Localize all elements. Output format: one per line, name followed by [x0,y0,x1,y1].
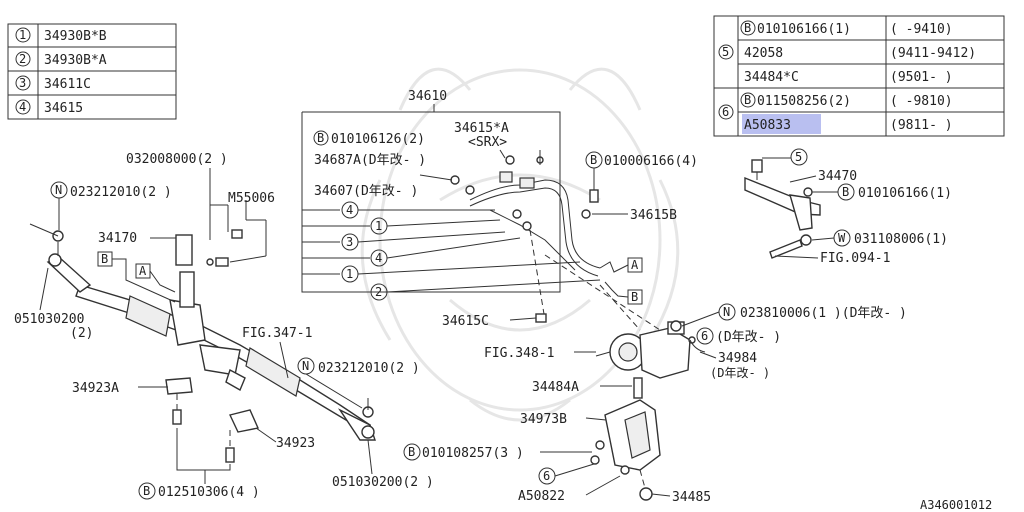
legend-left-row: 1 34930B*B [15,27,107,44]
legend-left-num: 1 [19,28,26,42]
legend-right-range: (9501- ) [890,70,953,85]
legend-left-part: 34930B*A [44,53,107,68]
label-34615c[interactable]: 34615C [442,314,489,329]
ref-b: B [143,484,150,498]
legend-left-part: 34615 [44,101,83,116]
hose-group-box: 34610 34615*A <SRX> B 010106126(2) 34687… [301,89,601,301]
legend-right-part: 34484*C [744,70,799,85]
label-34923a[interactable]: 34923A [72,381,119,396]
callout-2: 2 [375,285,382,299]
ref-b: B [590,153,597,167]
bracket-icon [165,377,259,433]
label-031108006[interactable]: 031108006(1) [854,232,948,247]
label-m55006[interactable]: M55006 [228,191,275,206]
callout-5: 5 [795,150,802,164]
steering-gearbox-icon [75,234,371,433]
legend-right-part: 011508256(2) [757,94,851,109]
label-34615a[interactable]: 34615*A [454,121,509,136]
bracket-icon [604,399,661,471]
legend-left-num: 4 [19,100,26,114]
ref-box-b-letter: B [631,290,638,304]
group-num: 5 [722,45,729,59]
label-051030200-left[interactable]: 051030200 [14,312,84,327]
label-fig094[interactable]: FIG.094-1 [820,251,890,266]
label-032008000[interactable]: 032008000(2 ) [126,152,228,167]
callout-1: 1 [346,267,353,281]
label-34470[interactable]: 34470 [818,169,857,184]
ref-b: B [408,445,415,459]
label-34170[interactable]: 34170 [98,231,137,246]
label-051030200-left-qty: (2) [70,326,93,341]
label-34984[interactable]: 34984 [718,351,757,366]
callout-1: 1 [375,219,382,233]
highlighted-part-cell[interactable] [742,114,821,134]
ref-box-a-letter: A [631,258,639,272]
label-34687a[interactable]: 34687A(D年改- ) [314,153,426,168]
label-023212010-right[interactable]: 023212010(2 ) [318,361,420,376]
label-srx: <SRX> [468,135,507,150]
legend-right-part: 42058 [744,46,783,61]
label-023810006[interactable]: 023810006(1 )(D年改- ) [740,306,907,321]
legend-left-part: 34930B*B [44,29,107,44]
label-34484a[interactable]: 34484A [532,380,579,395]
legend-right-range: ( -9810) [890,94,953,109]
label-a50822[interactable]: A50822 [518,489,565,504]
group-num: 6 [722,105,729,119]
ref-b: B [842,185,849,199]
legend-right-range: ( -9410) [890,22,953,37]
callout-6: 6 [543,469,550,483]
bolt-icon [206,229,243,267]
label-010108257[interactable]: 010108257(3 ) [422,446,524,461]
callout-4: 4 [346,203,353,217]
legend-right-range: (9411-9412) [890,46,976,61]
legend-left-row: 4 34615 [15,99,83,116]
label-34485[interactable]: 34485 [672,490,711,505]
callout-3: 3 [346,235,353,249]
legend-right-table: 5 6 B 010106166(1) ( -9410) 42058 (9411-… [713,15,1005,137]
bracket-icon [744,176,821,231]
callout-6: 6 [701,329,708,343]
ref-box-b-letter: B [101,252,108,266]
label-010006166[interactable]: 010006166(4) [604,154,698,169]
label-34923[interactable]: 34923 [276,436,315,451]
legend-right-part-highlighted[interactable]: A50833 [744,118,791,133]
label-34610[interactable]: 34610 [408,89,447,104]
ref-letter: B [744,21,751,35]
legend-left-num: 2 [19,52,26,66]
callout-4: 4 [375,251,382,265]
ref-w: W [838,231,846,245]
legend-left-part: 34611C [44,77,91,92]
label-023212010-left[interactable]: 023212010(2 ) [70,185,172,200]
ref-n: N [723,305,730,319]
diagram-id: A346001012 [920,498,992,512]
label-fig348[interactable]: FIG.348-1 [484,346,554,361]
label-34973b[interactable]: 34973B [520,412,567,427]
label-051030200-right[interactable]: 051030200(2 ) [332,475,434,490]
label-010106126[interactable]: 010106126(2) [331,132,425,147]
ref-box-a-letter: A [139,264,147,278]
ref-letter: B [744,93,751,107]
legend-right-range: (9811- ) [890,118,953,133]
label-6-dnen: (D年改- ) [716,330,781,345]
label-34984-sub: (D年改- ) [710,366,770,380]
watermark-icon [360,67,680,422]
tie-rod-icon [46,253,376,441]
label-34607[interactable]: 34607(D年改- ) [314,184,418,199]
legend-right-part: 010106166(1) [757,22,851,37]
legend-left-row: 2 34930B*A [15,51,107,68]
legend-left-num: 3 [19,76,26,90]
label-fig347[interactable]: FIG.347-1 [242,326,312,341]
ref-n: N [55,183,62,197]
ref-n: N [302,359,309,373]
legend-left-table: 1 34930B*B 2 34930B*A 3 34611C 4 34615 [7,23,177,120]
label-012510306[interactable]: 012510306(4 ) [158,485,260,500]
ref-b: B [317,131,324,145]
label-34615b[interactable]: 34615B [630,208,677,223]
label-010106166[interactable]: 010106166(1) [858,186,952,201]
legend-left-row: 3 34611C [15,75,91,92]
hose-icon [450,155,601,277]
